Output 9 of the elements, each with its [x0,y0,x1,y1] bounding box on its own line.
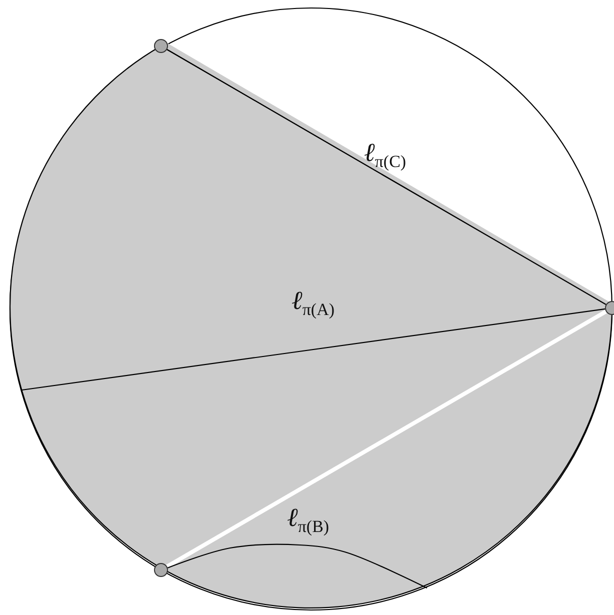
line [167,544,428,588]
point-marker [154,39,168,53]
line-label: ℓ$_{π(A)}$ [292,288,335,318]
point-marker [154,563,168,577]
line [22,308,606,391]
line [166,49,606,305]
line-label: ℓ$_{π(C)}$ [364,140,406,170]
line-label: ℓ$_{π(B)}$ [287,505,330,535]
chord-line [166,310,607,568]
